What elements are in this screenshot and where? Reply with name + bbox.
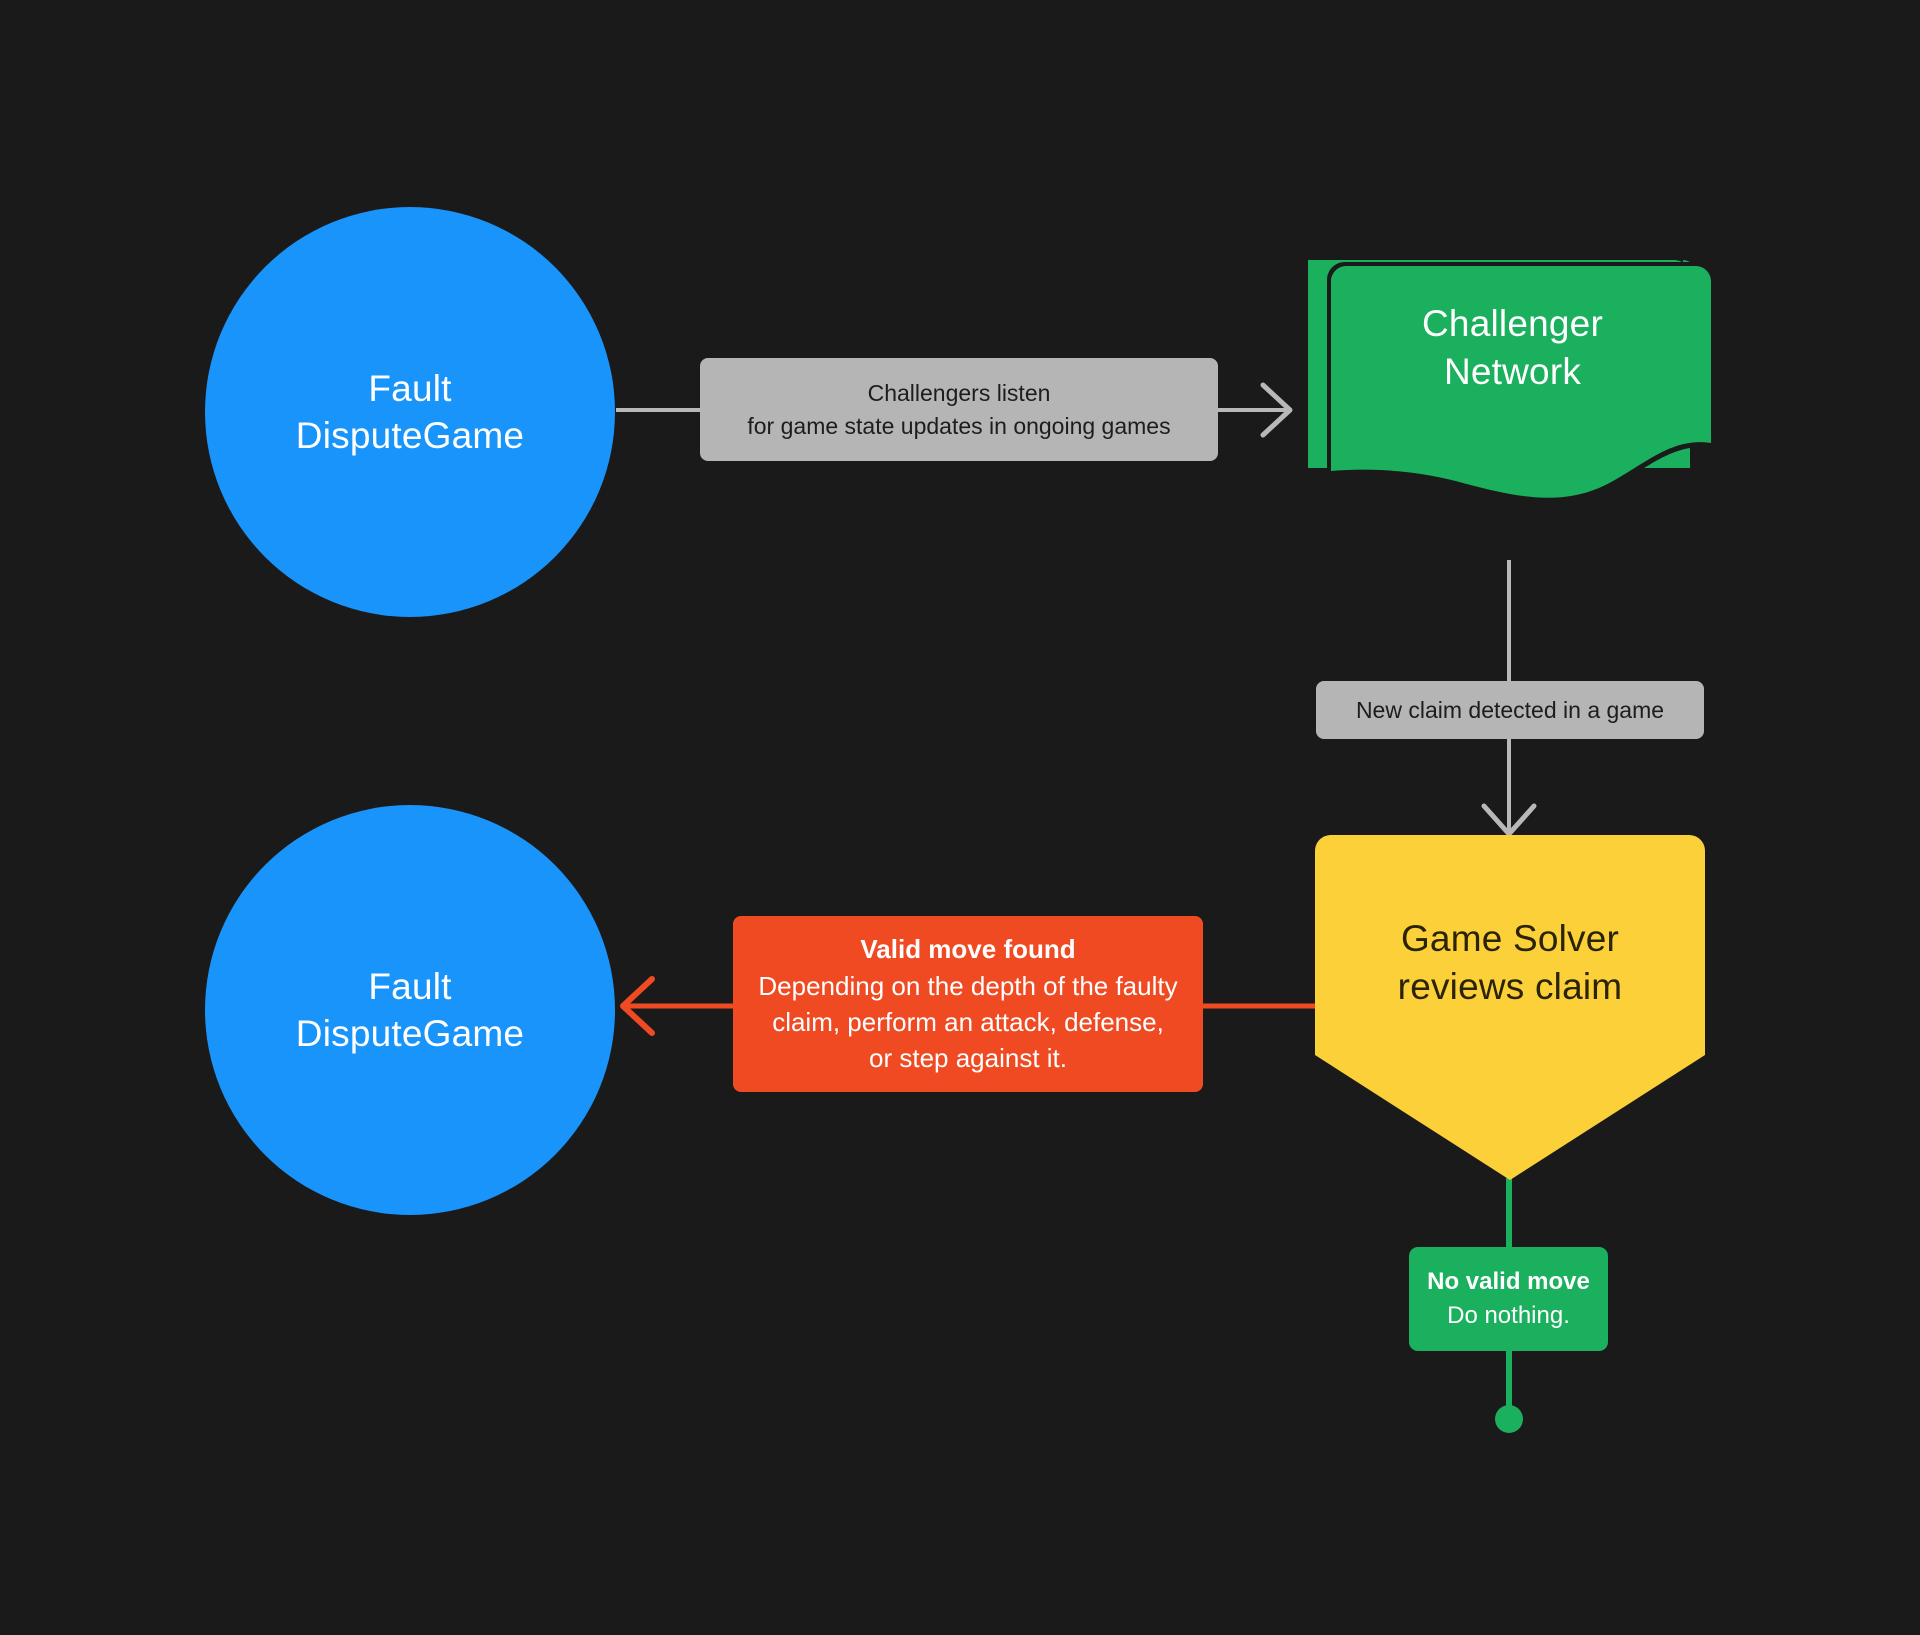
edge-label-heading: Valid move found xyxy=(860,934,1076,965)
edge-label-line-3: or step against it. xyxy=(869,1043,1067,1074)
node-game-solver[interactable]: Game Solver reviews claim xyxy=(1313,833,1707,1183)
document-front-sheet xyxy=(1331,266,1711,498)
edge-label-no-valid-move[interactable]: No valid move Do nothing. xyxy=(1409,1247,1608,1351)
terminator-dot-icon xyxy=(1495,1405,1523,1433)
node-label-line-2: reviews claim xyxy=(1397,966,1623,1008)
edge-label-line-1: New claim detected in a game xyxy=(1355,696,1665,723)
node-label-line-2: DisputeGame xyxy=(295,1013,525,1054)
edge-label-line-1: Depending on the depth of the faulty xyxy=(758,970,1178,1001)
shield-shape-icon xyxy=(1315,835,1705,1180)
stacked-document-icon xyxy=(1308,260,1715,504)
arrowhead-left-icon xyxy=(620,976,655,1036)
edge-label-heading: No valid move xyxy=(1427,1268,1590,1296)
node-label: Fault DisputeGame xyxy=(296,365,524,460)
edge-label-line-1: Do nothing. xyxy=(1447,1302,1570,1329)
edge-label-line-2: claim, perform an attack, defense, xyxy=(772,1007,1164,1037)
node-challenger-network[interactable]: Challenger Network xyxy=(1300,240,1725,585)
node-label-line-2: Network xyxy=(1443,351,1582,393)
node-fault-dispute-game-bottom[interactable]: Fault DisputeGame xyxy=(205,805,615,1215)
edge-label-line-2: for game state updates in ongoing games xyxy=(747,412,1171,439)
edge-label-new-claim-detected[interactable]: New claim detected in a game xyxy=(1316,681,1704,739)
edge-label-line-1: Challengers listen xyxy=(867,379,1051,406)
edge-label-valid-move-found[interactable]: Valid move found Depending on the depth … xyxy=(733,916,1203,1092)
edge-label-challengers-listen[interactable]: Challengers listen for game state update… xyxy=(700,358,1218,461)
node-label: Challenger Network xyxy=(1300,300,1725,396)
node-label-line-1: Fault xyxy=(368,367,452,409)
node-label: Fault DisputeGame xyxy=(296,963,524,1058)
arrowhead-right-icon xyxy=(1260,382,1293,438)
node-label-line-1: Fault xyxy=(368,965,452,1007)
arrowhead-down-icon xyxy=(1481,803,1537,837)
node-label-line-2: DisputeGame xyxy=(295,415,525,456)
shield-body xyxy=(1315,835,1705,1180)
node-label-line-1: Challenger xyxy=(1422,303,1603,344)
node-label: Game Solver reviews claim xyxy=(1313,915,1707,1011)
node-label-line-1: Game Solver xyxy=(1400,918,1620,959)
node-fault-dispute-game-top[interactable]: Fault DisputeGame xyxy=(205,207,615,617)
